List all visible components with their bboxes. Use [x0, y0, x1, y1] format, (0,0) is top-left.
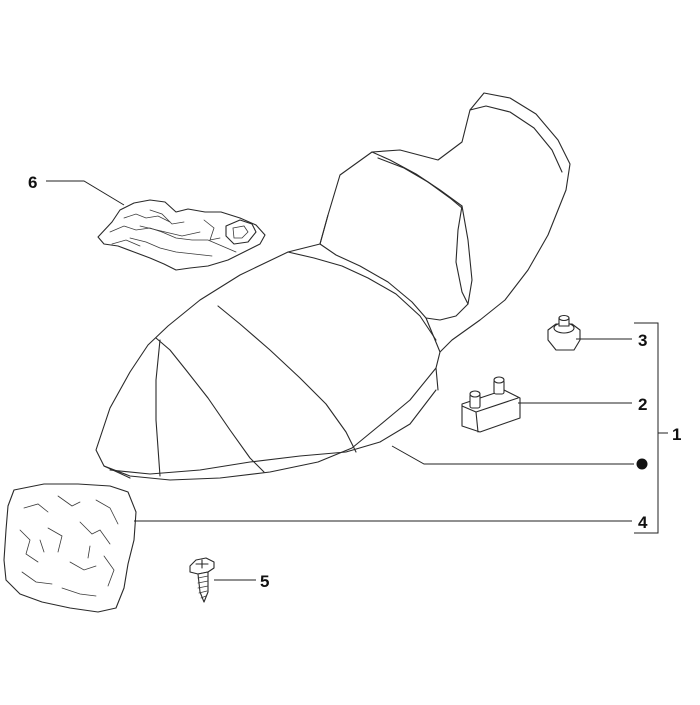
logo-icon — [225, 219, 257, 245]
buffer-part — [547, 314, 581, 351]
callout-label-3: 3 — [638, 331, 647, 350]
leader-line-seat — [391, 445, 634, 465]
leader-line-6 — [46, 180, 125, 206]
bracket-part — [461, 376, 521, 433]
seat-callout-dot — [636, 458, 648, 470]
group-bracket-1 — [634, 322, 659, 534]
protective-cover-part — [3, 483, 137, 613]
callout-label-1: 1 — [672, 425, 681, 444]
screw-part — [189, 557, 215, 603]
seat-part — [95, 92, 571, 481]
seat-cover-bag-part — [97, 199, 266, 271]
callout-label-2: 2 — [638, 395, 647, 414]
callout-label-5: 5 — [260, 572, 269, 591]
callout-label-4: 4 — [638, 513, 648, 532]
leader-lines — [46, 180, 668, 581]
callout-label-6: 6 — [28, 173, 37, 192]
